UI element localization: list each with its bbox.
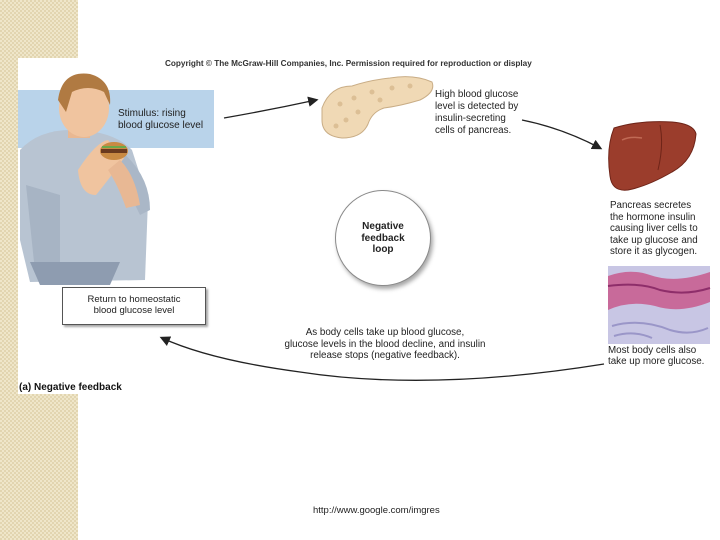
secretion-label: Pancreas secretes the hormone insulin ca… <box>610 200 698 258</box>
arrow-body-to-homeostasis <box>159 336 605 381</box>
uptake-line-2: take up more glucose. <box>608 356 705 367</box>
detection-line-3: insulin-secreting <box>435 113 506 124</box>
feedback-loop-circle <box>335 190 431 286</box>
copyright-notice: Copyright © The McGraw-Hill Companies, I… <box>165 59 532 68</box>
liver-illustration <box>608 121 697 191</box>
secretion-line-4: take up glucose and <box>610 234 698 246</box>
secretion-line-2: the hormone insulin <box>610 211 696 223</box>
homeostasis-line-2: blood glucose level <box>93 305 175 316</box>
decline-label: As body cells take up blood glucose, glu… <box>280 327 490 362</box>
decline-line-3: release stops (negative feedback). <box>310 350 460 361</box>
arrow-pancreas-to-liver <box>521 119 603 150</box>
stimulus-line-1: Stimulus: rising <box>118 108 186 119</box>
stimulus-line-2: blood glucose level <box>118 120 204 131</box>
stimulus-label: Stimulus: rising blood glucose level <box>118 108 203 132</box>
loop-line-1: Negative <box>362 221 404 232</box>
decline-line-1: As body cells take up blood glucose, <box>305 327 465 338</box>
loop-line-3: loop <box>372 244 394 255</box>
homeostasis-label: Return to homeostatic blood glucose leve… <box>62 294 206 316</box>
panel-label: (a) Negative feedback <box>19 382 122 393</box>
homeostasis-line-1: Return to homeostatic <box>87 294 181 305</box>
detection-label: High blood glucose level is detected by … <box>435 89 518 137</box>
source-url: http://www.google.com/imgres <box>313 505 440 516</box>
detection-line-4: cells of pancreas. <box>435 125 512 136</box>
uptake-line-1: Most body cells also <box>608 345 697 356</box>
loop-line-2: feedback <box>361 232 405 244</box>
homeostasis-box <box>62 287 206 325</box>
secretion-line-3: causing liver cells to <box>610 223 698 234</box>
secretion-line-5: store it as glycogen. <box>610 246 698 257</box>
person-eating-illustration <box>20 73 150 285</box>
detection-line-1: High blood glucose <box>435 89 519 100</box>
secretion-line-1: Pancreas secretes <box>610 200 692 211</box>
uptake-label: Most body cells also take up more glucos… <box>608 345 704 367</box>
pancreas-illustration <box>321 76 434 139</box>
detection-line-2: level is detected by <box>435 101 519 112</box>
arrow-stimulus-to-pancreas <box>223 96 319 119</box>
body-tissue-illustration <box>607 266 711 344</box>
decline-line-2: glucose levels in the blood decline, and… <box>284 338 486 350</box>
feedback-loop-label: Negative feedback loop <box>335 221 431 256</box>
